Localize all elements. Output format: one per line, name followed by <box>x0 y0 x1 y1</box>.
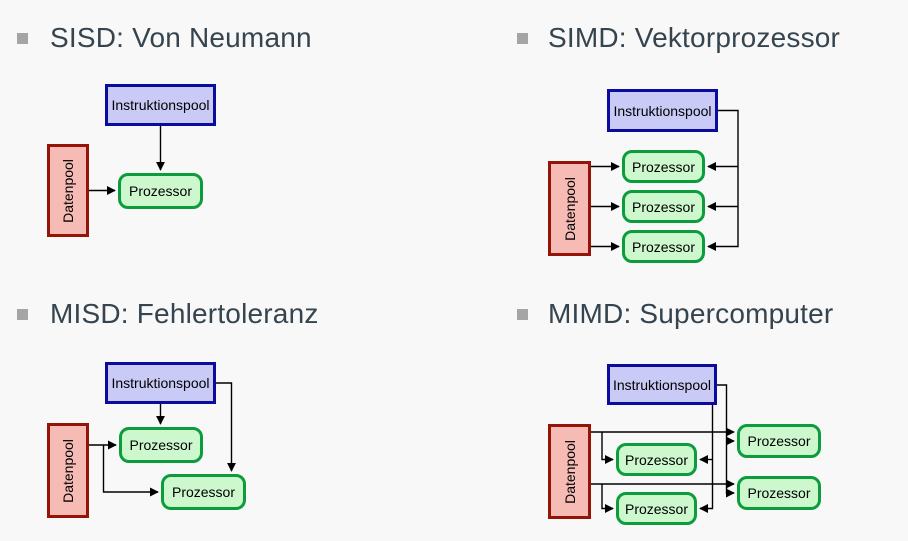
instruction-pool-box: Instruktionspool <box>607 89 718 132</box>
processor-box: Prozessor <box>616 443 697 476</box>
processor-box: Prozessor <box>737 424 821 458</box>
sisd-arrows <box>89 126 165 195</box>
processor-box: Prozessor <box>622 150 705 183</box>
section-title-misd: MISD: Fehlertoleranz <box>50 298 319 329</box>
section-title-simd: SIMD: Vektorprozessor <box>548 22 841 53</box>
wire-instruction-to-left-processor-2 <box>699 405 714 513</box>
processor-box: Prozessor <box>737 476 821 510</box>
data-pool-box: Datenpool <box>47 423 89 518</box>
wire-data-to-processor-2 <box>102 445 159 497</box>
quadrant-simd: SIMD: Vektorprozessor Instruktionspool D… <box>454 0 908 271</box>
quadrant-sisd: SISD: Von Neumann Instruktionspool Daten… <box>0 0 454 271</box>
processor-label: Prozessor <box>128 183 193 199</box>
wire-instruction-bus <box>707 109 739 251</box>
quadrant-misd: MISD: Fehlertoleranz Instruktionspool Da… <box>0 270 454 541</box>
processor-box: Prozessor <box>161 474 246 510</box>
data-pool-label: Datenpool <box>60 438 77 503</box>
processor-label: Prozessor <box>171 484 236 500</box>
processor-box: Prozessor <box>622 230 705 263</box>
data-pool-label: Datenpool <box>561 439 578 504</box>
simd-arrows <box>591 109 739 251</box>
section-title-sisd: SISD: Von Neumann <box>50 22 312 53</box>
bullet-icon <box>17 33 28 44</box>
bullet-icon <box>17 309 28 320</box>
instruction-pool-label: Instruktionspool <box>612 376 712 393</box>
bullet-icon <box>517 33 528 44</box>
processor-label: Prozessor <box>631 238 696 255</box>
data-pool-box: Datenpool <box>47 144 89 237</box>
wire-data-to-left-processor-2 <box>601 484 614 513</box>
wire-data-to-left-processor-1 <box>601 432 614 464</box>
processor-label: Prozessor <box>624 500 689 517</box>
bullet-icon <box>517 309 528 320</box>
data-pool-box: Datenpool <box>548 161 591 256</box>
misd-arrows <box>89 382 236 497</box>
processor-label: Prozessor <box>624 451 689 468</box>
data-pool-box: Datenpool <box>548 424 591 519</box>
processor-label: Prozessor <box>747 433 811 449</box>
wire-instruction-to-right-processor-2 <box>717 384 735 498</box>
instruction-pool-label: Instruktionspool <box>111 97 210 113</box>
quadrant-mimd: MIMD: Supercomputer Instruktionspool Dat… <box>454 270 908 541</box>
processor-box: Prozessor <box>119 427 203 463</box>
mimd-arrows <box>591 384 735 513</box>
instruction-pool-box: Instruktionspool <box>105 362 216 404</box>
section-title-mimd: MIMD: Supercomputer <box>548 298 834 329</box>
processor-box: Prozessor <box>622 190 705 223</box>
data-pool-label: Datenpool <box>561 176 578 241</box>
data-pool-label: Datenpool <box>60 158 77 223</box>
processor-label: Prozessor <box>129 437 193 453</box>
instruction-pool-box: Instruktionspool <box>607 364 717 405</box>
instruction-pool-label: Instruktionspool <box>111 375 210 391</box>
processor-label: Prozessor <box>631 198 696 215</box>
processor-label: Prozessor <box>747 485 811 501</box>
processor-box: Prozessor <box>118 173 203 209</box>
instruction-pool-label: Instruktionspool <box>613 102 712 119</box>
processor-box: Prozessor <box>616 492 697 525</box>
wire-instruction-to-processor-2 <box>216 382 236 472</box>
instruction-pool-box: Instruktionspool <box>105 84 216 126</box>
processor-label: Prozessor <box>631 158 696 175</box>
